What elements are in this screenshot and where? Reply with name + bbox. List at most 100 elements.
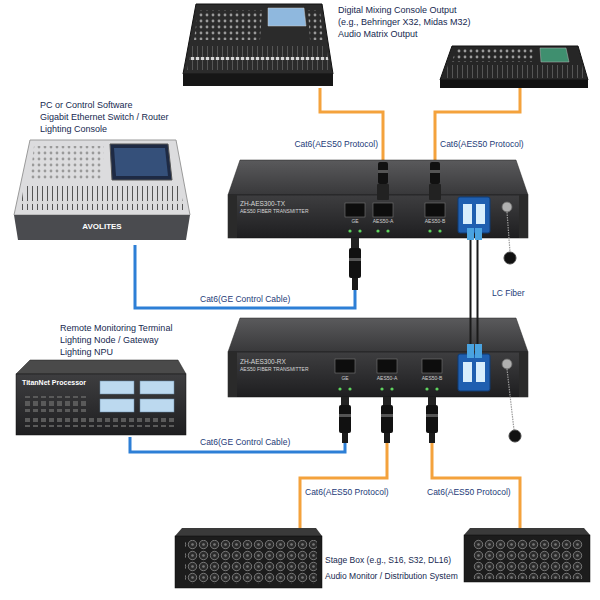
led bbox=[358, 229, 361, 232]
port-label: AES50-A bbox=[373, 218, 394, 224]
button-block bbox=[24, 396, 88, 412]
console-screen bbox=[110, 144, 172, 180]
device-caption: ZH-AES300-TX bbox=[240, 200, 340, 208]
plug-band bbox=[339, 414, 351, 417]
chassis-front bbox=[16, 374, 186, 435]
chassis-front bbox=[175, 536, 322, 588]
led bbox=[425, 387, 428, 390]
dust-cap-mount bbox=[502, 359, 512, 369]
device-caption: Digital Mixing Console Output (e.g., Beh… bbox=[338, 4, 478, 28]
console-front bbox=[440, 80, 588, 88]
lighting-console: PC or Control SoftwareGigabit Ethernet S… bbox=[12, 135, 192, 245]
lighting-processor: Remote Monitoring TerminalLighting Node … bbox=[14, 358, 186, 437]
lc-boot bbox=[475, 344, 482, 358]
plug-body bbox=[430, 162, 440, 184]
mixing-console: Audio Matrix Output bbox=[440, 44, 588, 88]
plug-body bbox=[378, 162, 388, 184]
console-screen bbox=[268, 8, 306, 26]
aes50-cable bbox=[435, 88, 520, 160]
device-caption: Audio Monitor / Distribution System bbox=[325, 570, 463, 582]
chassis-top bbox=[228, 318, 528, 352]
chassis-top bbox=[464, 528, 590, 535]
led bbox=[338, 387, 341, 390]
cable-line bbox=[477, 238, 479, 318]
rack-ear bbox=[519, 352, 528, 397]
mixing-console: Digital Mixing Console Output (e.g., Beh… bbox=[183, 2, 333, 88]
device-caption: PC or Control Software bbox=[40, 99, 200, 111]
port-label: AES50-A bbox=[377, 375, 398, 381]
led bbox=[390, 387, 393, 390]
plug-body bbox=[339, 405, 351, 433]
chassis-front bbox=[228, 352, 528, 397]
tx-chassis bbox=[228, 160, 528, 264]
cable-line bbox=[320, 88, 383, 160]
screen-glow bbox=[114, 148, 168, 176]
x32-console bbox=[183, 4, 333, 86]
led bbox=[380, 387, 383, 390]
port-label: AES50-B bbox=[422, 375, 443, 381]
plug-band bbox=[381, 414, 393, 417]
cable-label: Cat6(AES50 Protocol) bbox=[305, 487, 389, 497]
rj45-port bbox=[425, 203, 445, 217]
cap-chain bbox=[507, 369, 514, 430]
plug-boot bbox=[342, 433, 348, 443]
console-top bbox=[14, 140, 190, 215]
port-label: AES50-B bbox=[425, 218, 446, 224]
xlr-plug bbox=[349, 238, 361, 290]
status-screen bbox=[100, 399, 134, 412]
fader-field bbox=[187, 46, 330, 70]
device-brand: AVOLITES bbox=[82, 222, 121, 232]
device-caption: Audio Matrix Output bbox=[338, 28, 478, 40]
led bbox=[428, 229, 431, 232]
xlr-field bbox=[185, 540, 317, 584]
rj45-port bbox=[373, 203, 393, 217]
console-front bbox=[14, 215, 190, 240]
knob-field bbox=[194, 10, 262, 40]
cable-label: LC Fiber bbox=[492, 288, 525, 298]
plug-neck bbox=[341, 397, 349, 405]
plug-body bbox=[381, 405, 393, 433]
plug-band bbox=[378, 170, 388, 173]
rj45-port bbox=[345, 203, 365, 217]
plug-band bbox=[430, 170, 440, 173]
rx-chassis bbox=[228, 318, 528, 442]
plug-band bbox=[349, 258, 361, 261]
cable-line bbox=[432, 397, 520, 528]
rack-ear bbox=[228, 352, 237, 397]
ge-cable bbox=[135, 238, 355, 308]
plug-shell bbox=[429, 184, 441, 200]
stage-box-art bbox=[464, 528, 590, 582]
chassis-top bbox=[16, 360, 186, 374]
cable-line bbox=[470, 238, 472, 318]
lc-boot bbox=[467, 228, 474, 240]
lc-socket bbox=[463, 362, 472, 382]
cable-line bbox=[300, 397, 387, 528]
led bbox=[435, 387, 438, 390]
xlr-plug bbox=[377, 162, 389, 200]
plug-neck bbox=[383, 397, 391, 405]
rack-ear bbox=[228, 195, 237, 238]
port-label: GE bbox=[351, 218, 358, 224]
cable-label: Cat6(AES50 Protocol) bbox=[294, 139, 378, 149]
plug-body bbox=[426, 405, 438, 433]
plug-band bbox=[426, 414, 438, 417]
cable-label: Cat6(AES50 Protocol) bbox=[440, 139, 524, 149]
lighting-console-art bbox=[14, 140, 190, 240]
button-row bbox=[24, 418, 176, 427]
console-top bbox=[440, 46, 588, 80]
console-top bbox=[183, 4, 333, 74]
knob-field bbox=[308, 10, 323, 40]
device-caption: Lighting Console bbox=[40, 123, 200, 135]
aes50-cable bbox=[300, 397, 387, 528]
fiber-port bbox=[458, 354, 490, 391]
status-screen bbox=[140, 399, 174, 412]
device-caption: AES50 FIBER TRANSMITTER bbox=[240, 366, 340, 373]
dust-cap-mount bbox=[502, 202, 512, 212]
status-screen bbox=[100, 381, 134, 394]
dust-cap bbox=[509, 430, 521, 442]
